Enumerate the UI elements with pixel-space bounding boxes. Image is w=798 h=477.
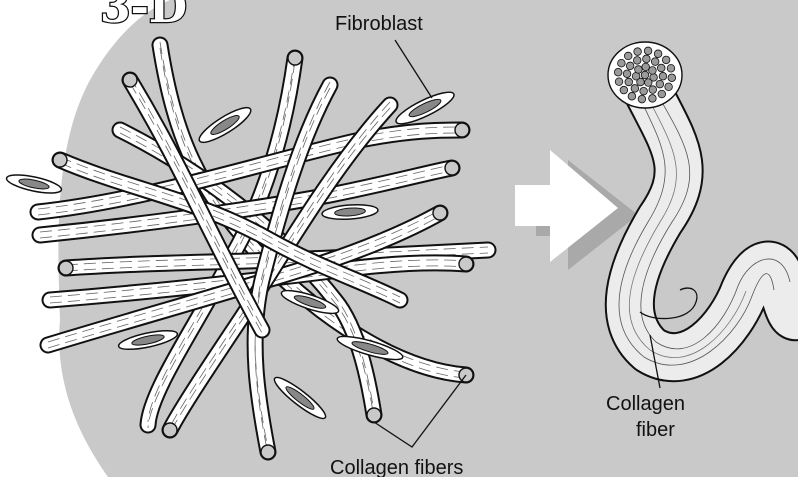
fibril-dot (625, 78, 633, 86)
fibril-dot (615, 78, 623, 86)
fibril-dot (658, 90, 666, 98)
fibroblast-cell (5, 171, 63, 196)
fibroblast-label: Fibroblast (335, 13, 423, 35)
fibril-dot (662, 56, 670, 64)
fiber-end (288, 51, 302, 65)
fibril-dot (640, 87, 648, 95)
fibril-dot (643, 55, 651, 63)
fibril-dot (618, 59, 626, 67)
fiber-end (433, 206, 447, 220)
fibril-dot (644, 79, 652, 87)
fiber-end (367, 408, 381, 422)
fibril-dot (651, 58, 659, 66)
fiber-end (163, 423, 177, 437)
collagen-fibers-label: Collagen fibers (330, 457, 463, 477)
fibril-dot (631, 85, 639, 93)
fibril-dot (656, 80, 664, 88)
fibril-dot (634, 48, 642, 56)
fiber-end (455, 123, 469, 137)
fibril-dot (667, 65, 675, 73)
collagen-fiber-label-line2: fiber (636, 419, 675, 441)
fibril-dot (635, 66, 643, 74)
fibril-dot (614, 68, 622, 76)
fibril-dot (628, 92, 636, 100)
fibril-dot (644, 47, 652, 55)
fibril-dot (657, 64, 665, 72)
fibril-dot (649, 67, 657, 75)
fibril-dot (623, 70, 631, 78)
fiber-end (123, 73, 137, 87)
fiber-end (459, 257, 473, 271)
fiber-end (261, 445, 275, 459)
fibril-dot (665, 83, 673, 91)
fibril-dot (633, 57, 641, 65)
fibril-dot (649, 95, 657, 103)
fibril-dot (626, 62, 634, 70)
fibril-dot (638, 95, 646, 103)
fibril-dot (649, 86, 657, 94)
fiber-end (59, 261, 73, 275)
fiber-end (445, 161, 459, 175)
fibril-dot (624, 52, 632, 60)
fibril-dot (668, 74, 676, 82)
fibril-dot (659, 72, 667, 80)
fibril-dot (620, 86, 628, 94)
collagen-fiber-label-line1: Collagen (606, 393, 685, 415)
3d-badge: 3-D (100, 0, 187, 33)
fibril-dot (641, 71, 649, 79)
fibril-dot (654, 50, 662, 58)
fiber-end (53, 153, 67, 167)
